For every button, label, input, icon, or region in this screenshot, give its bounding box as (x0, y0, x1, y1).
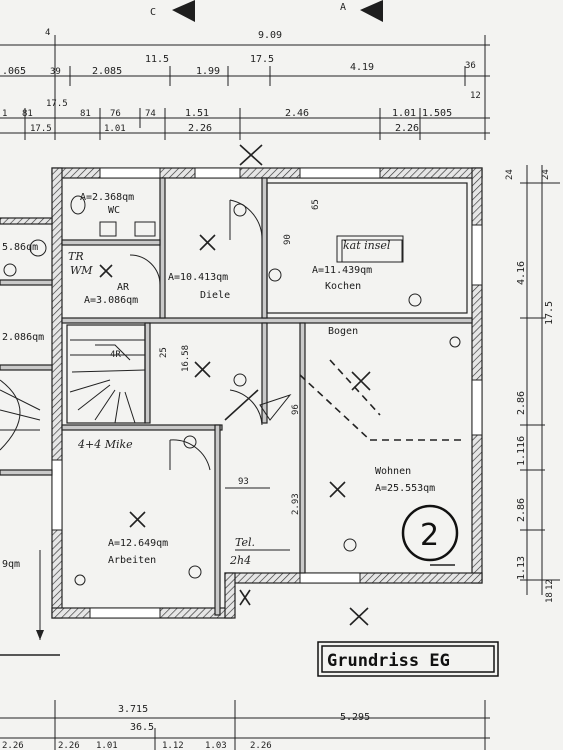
neighbour-plan-left (0, 217, 60, 656)
dim-bottom-row-a: 2.26 (2, 741, 24, 750)
note-wm: WM (70, 264, 93, 277)
dim-s: 2.46 (285, 108, 309, 119)
dim-bottom-a: 3.715 (118, 704, 148, 715)
dim-bottom-row-b: 2.26 (58, 741, 80, 750)
svg-text:A: A (340, 2, 346, 13)
note-stair: 4R (110, 350, 121, 360)
dim-i: 17.5 (46, 99, 68, 109)
room-ar-name: AR (117, 282, 130, 293)
dim-right-a: 24 (505, 169, 515, 180)
dim-bottom-row-e: 1.03 (205, 741, 227, 750)
section-marker-left: C (150, 0, 195, 22)
dim-right-g: 2.86 (516, 498, 527, 522)
dim-bottom-b: 36.5 (130, 722, 154, 733)
electrical-symbols (74, 203, 461, 586)
dim-top-total: 9.09 (258, 30, 282, 41)
dim-o: 81 (22, 109, 33, 119)
dim-f: 17.5 (250, 54, 274, 65)
doors (129, 199, 263, 471)
dim-right-h: 1.13 (516, 556, 527, 580)
room-arbeiten-area: A=12.649qm (108, 538, 168, 549)
dim-inside-293: 2.93 (291, 493, 301, 515)
room-left-1-area: 2.086qm (2, 332, 44, 343)
interior-walls (61, 177, 473, 616)
handwritten-notes: kat insel TR WM Tel. 2h4 4+4 Mike 4R (68, 235, 404, 567)
room-left-3-area: 9qm (2, 559, 20, 570)
dim-j: 81 (80, 109, 91, 119)
dimension-lines-right (520, 165, 560, 595)
dimension-lines-bottom (0, 700, 490, 750)
section-cut-mark-bottom (239, 589, 369, 626)
dim-b: 39 (50, 67, 61, 77)
dim-d: 11.5 (145, 54, 169, 65)
dim-inside-93: 93 (238, 477, 249, 487)
note-tel: Tel. (235, 536, 255, 549)
dim-top-4: 4 (45, 28, 50, 38)
dim-p: 17.5 (30, 124, 52, 134)
dim-inside-25: 25 (159, 347, 169, 358)
room-bogen-name: Bogen (328, 326, 358, 337)
dim-k: 76 (110, 109, 121, 119)
note-tr: TR (68, 250, 84, 263)
plan-title: Grundriss EG (327, 651, 450, 671)
dim-right-d: 17.5 (544, 301, 555, 325)
room-diele-name: Diele (200, 290, 230, 301)
dim-e: 1.99 (196, 66, 220, 77)
dim-right-c: 4.16 (516, 261, 527, 285)
windows (51, 167, 483, 619)
dim-t: 1.01 (392, 108, 416, 119)
dim-inside-90: 90 (283, 234, 293, 245)
section-marker-right: A (340, 0, 383, 22)
dim-inside-1658: 16.58 (181, 345, 191, 372)
room-arbeiten-name: Arbeiten (108, 555, 156, 566)
dim-m: 12 (470, 91, 481, 101)
dim-bottom-row-f: 2.26 (250, 741, 272, 750)
dim-bottom-row-c: 1.01 (96, 741, 118, 750)
dim-right-i: 12 (545, 579, 555, 590)
dim-r: 1.51 (185, 108, 209, 119)
room-wohnen-name: Wohnen (375, 466, 411, 477)
dim-bottom-row-d: 1.12 (162, 741, 184, 750)
room-wc-area: A=2.368qm (80, 192, 134, 203)
dim-g: 4.19 (350, 62, 374, 73)
dim-inside-65: 65 (311, 199, 321, 210)
room-wohnen-area: A=25.553qm (375, 483, 435, 494)
room-left-2-area: 5.86qm (2, 242, 38, 253)
room-kochen-area: A=11.439qm (312, 265, 372, 276)
dim-n: 1 (2, 109, 7, 119)
dim-right-f: 1.116 (516, 436, 527, 466)
dim-h: 36 (465, 61, 476, 71)
dim-right-b: 24 (541, 169, 551, 180)
room-wc-name: WC (108, 205, 120, 216)
note-arbeiten: 4+4 Mike (77, 438, 133, 451)
room-ar-area: A=3.086qm (84, 295, 138, 306)
dim-inside-96: 96 (291, 404, 301, 415)
dim-right-j: 18 (545, 592, 555, 603)
room-diele-area: A=10.413qm (168, 272, 228, 283)
svg-text:C: C (150, 7, 156, 18)
dim-a: .065 (2, 66, 26, 77)
level-marker: 2 (401, 504, 459, 562)
staircase (66, 324, 146, 424)
dim-right-e: 2.86 (516, 391, 527, 415)
ceiling-light-marks (99, 234, 371, 528)
title-block: Grundriss EG (317, 641, 499, 677)
dim-l: 74 (145, 109, 156, 119)
dim-u: 1.505 (422, 108, 452, 119)
note-tel-code: 2h4 (229, 554, 251, 567)
dim-v: 2.26 (188, 123, 212, 134)
dim-bottom-c: 5.295 (340, 712, 370, 723)
note-kochen: kat insel (343, 239, 391, 252)
dim-c: 2.085 (92, 66, 122, 77)
dim-q: 1.01 (104, 124, 126, 134)
svg-text:2: 2 (420, 518, 439, 553)
dim-w: 2.26 (395, 123, 419, 134)
section-cut-mark-top (239, 144, 263, 166)
room-kochen-name: Kochen (325, 281, 361, 292)
wc-fixtures (70, 195, 156, 237)
dimension-lines-top (0, 35, 490, 140)
